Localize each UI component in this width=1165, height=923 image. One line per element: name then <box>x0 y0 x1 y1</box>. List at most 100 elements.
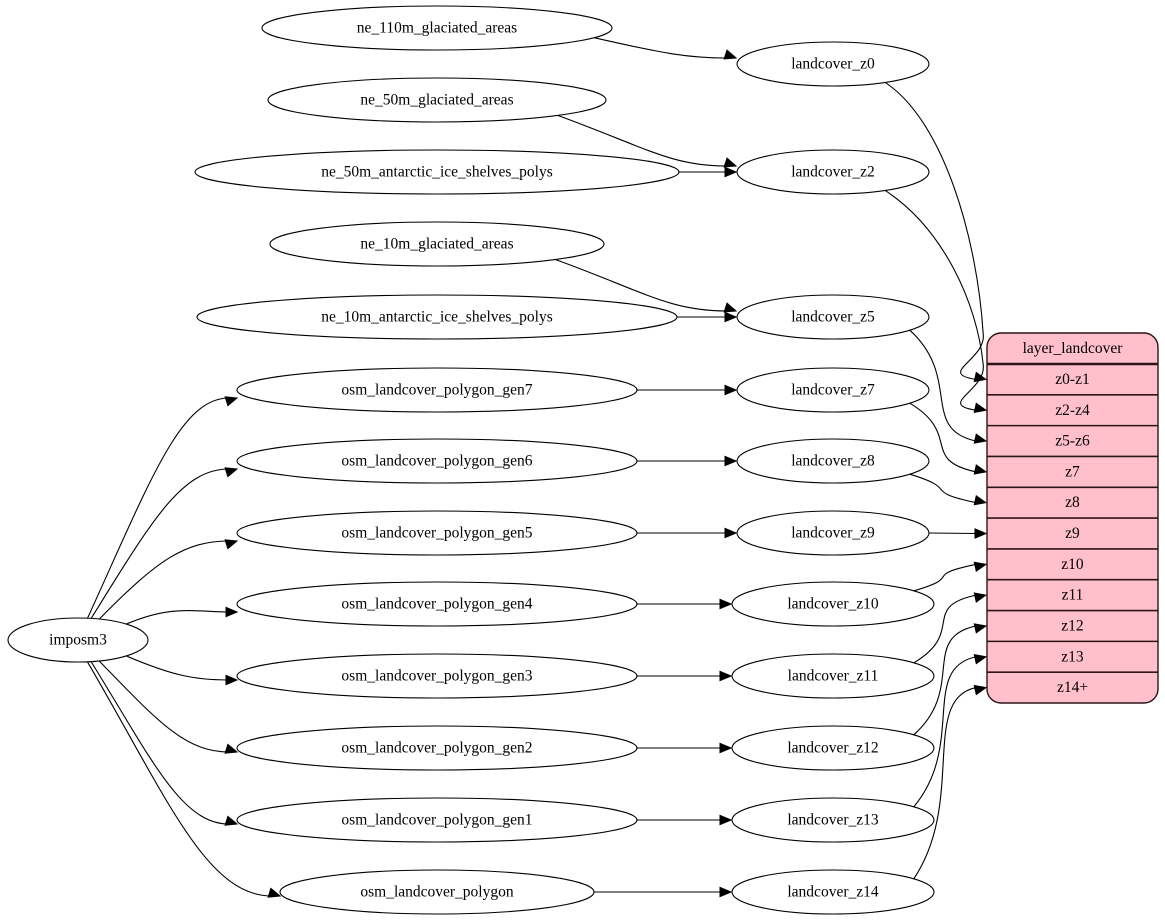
arrowhead-landcover_z12-to-row-z12 <box>973 623 988 634</box>
landcover-node-landcover_z13[interactable]: landcover_z13 <box>731 797 935 843</box>
row-label: z2-z4 <box>1055 402 1090 419</box>
arrowhead-landcover_z13-to-row-z13 <box>973 654 988 665</box>
node-ellipse <box>194 149 680 195</box>
node-ellipse <box>736 510 930 556</box>
row-label: z0-z1 <box>1055 371 1089 388</box>
node-ellipse <box>261 5 613 51</box>
landcover-node-landcover_z8[interactable]: landcover_z8 <box>736 438 930 484</box>
osm-node-osm_landcover_polygon[interactable]: osm_landcover_polygon <box>279 869 595 915</box>
landcover-node-landcover_z0[interactable]: landcover_z0 <box>736 41 930 87</box>
arrowhead-osm_landcover_polygon_gen2-to-landcover_z12 <box>719 742 733 754</box>
arrowhead-imposm3-to-osm_landcover_polygon_gen3 <box>225 674 239 686</box>
arrowhead-landcover_z8-to-row-z8 <box>973 494 988 506</box>
arrowhead-ne_50m_antarctic_ice_shelves_polys-to-landcover_z2 <box>724 166 738 178</box>
ne-node-ne_50m_antarctic_ice_shelves_polys[interactable]: ne_50m_antarctic_ice_shelves_polys <box>194 149 680 195</box>
arrowhead-ne_110m_glaciated_areas-to-landcover_z0 <box>723 49 738 60</box>
arrowhead-imposm3-to-osm_landcover_polygon_gen5 <box>224 539 239 550</box>
node-label: ne_10m_glaciated_areas <box>360 236 513 253</box>
node-label: landcover_z2 <box>791 164 875 181</box>
table-row-z11[interactable]: z11 <box>987 578 1158 604</box>
node-label: ne_50m_antarctic_ice_shelves_polys <box>321 164 553 181</box>
edge-imposm3-to-osm_landcover_polygon_gen2 <box>98 660 230 753</box>
table-row-z14+[interactable]: z14+ <box>987 671 1158 696</box>
edge-landcover_z10-to-row-z10 <box>913 563 977 592</box>
table-row-z2-z4[interactable]: z2-z4 <box>987 394 1158 419</box>
node-ellipse <box>236 797 638 843</box>
node-layer: ne_110m_glaciated_areas ne_50m_glaciated_… <box>7 5 935 915</box>
landcover-node-landcover_z10[interactable]: landcover_z10 <box>731 581 935 627</box>
arrowhead-imposm3-to-osm_landcover_polygon_gen6 <box>224 467 239 478</box>
table-row-z10[interactable]: z10 <box>987 548 1158 573</box>
landcover-node-landcover_z14[interactable]: landcover_z14 <box>731 869 935 915</box>
node-ellipse <box>236 438 638 484</box>
table-header-label: layer_landcover <box>1023 340 1124 357</box>
node-ellipse <box>731 653 935 699</box>
ne-node-ne_10m_glaciated_areas[interactable]: ne_10m_glaciated_areas <box>269 221 605 267</box>
node-ellipse <box>236 510 638 556</box>
node-ellipse <box>236 653 638 699</box>
edge-imposm3-to-osm_landcover_polygon_gen6 <box>90 468 230 619</box>
osm-node-osm_landcover_polygon_gen7[interactable]: osm_landcover_polygon_gen7 <box>236 367 638 413</box>
row-label: z11 <box>1062 587 1084 604</box>
node-label: osm_landcover_polygon_gen3 <box>341 668 532 685</box>
table-outline <box>986 332 1159 704</box>
arrowhead-landcover_z2-to-row-z2-z4 <box>973 402 988 413</box>
arrowhead-osm_landcover_polygon-to-landcover_z14 <box>719 886 733 898</box>
table-layer: layer_landcover z0-z1 z2-z4 z5-z6 z7 z8 z9 z10 z… <box>986 332 1159 704</box>
table-row-z8[interactable]: z8 <box>987 486 1158 511</box>
landcover-node-landcover_z2[interactable]: landcover_z2 <box>736 149 930 195</box>
ne-node-ne_110m_glaciated_areas[interactable]: ne_110m_glaciated_areas <box>261 5 613 51</box>
node-ellipse <box>236 725 638 771</box>
edge-landcover_z5-to-row-z5-z6 <box>909 329 977 442</box>
arrowhead-landcover_z9-to-row-z9 <box>974 528 988 539</box>
edge-ne_110m_glaciated_areas-to-landcover_z0 <box>593 37 728 59</box>
node-ellipse <box>736 294 930 340</box>
edge-landcover_z12-to-row-z12 <box>913 625 977 736</box>
edge-landcover_z13-to-row-z13 <box>913 656 977 808</box>
osm-node-osm_landcover_polygon_gen1[interactable]: osm_landcover_polygon_gen1 <box>236 797 638 843</box>
osm-node-osm_landcover_polygon_gen6[interactable]: osm_landcover_polygon_gen6 <box>236 438 638 484</box>
ne-node-ne_10m_antarctic_ice_shelves_polys[interactable]: ne_10m_antarctic_ice_shelves_polys <box>196 294 678 340</box>
ne-node-ne_50m_glaciated_areas[interactable]: ne_50m_glaciated_areas <box>267 77 607 123</box>
node-label: ne_10m_antarctic_ice_shelves_polys <box>321 309 553 326</box>
arrowhead-imposm3-to-osm_landcover_polygon_gen1 <box>224 815 239 826</box>
row-label: z7 <box>1065 463 1080 480</box>
edge-imposm3-to-osm_landcover_polygon_gen3 <box>126 655 230 681</box>
source-node-imposm3[interactable]: imposm3 <box>7 617 149 663</box>
arrowhead-osm_landcover_polygon_gen5-to-landcover_z9 <box>724 527 738 539</box>
row-label: z13 <box>1061 648 1084 665</box>
node-label: ne_110m_glaciated_areas <box>357 20 517 37</box>
table-row-z9[interactable]: z9 <box>987 517 1158 542</box>
row-label: z5-z6 <box>1055 433 1090 450</box>
node-label: osm_landcover_polygon_gen2 <box>341 740 532 757</box>
landcover-node-landcover_z9[interactable]: landcover_z9 <box>736 510 930 556</box>
landcover-node-landcover_z11[interactable]: landcover_z11 <box>731 653 935 699</box>
arrowhead-ne_10m_glaciated_areas-to-landcover_z5 <box>723 302 738 313</box>
edge-landcover_z9-to-row-z9 <box>928 532 977 535</box>
arrowhead-osm_landcover_polygon_gen1-to-landcover_z13 <box>719 814 733 826</box>
arrowhead-imposm3-to-osm_landcover_polygon_gen7 <box>224 396 239 407</box>
node-label: landcover_z0 <box>791 56 875 73</box>
osm-node-osm_landcover_polygon_gen2[interactable]: osm_landcover_polygon_gen2 <box>236 725 638 771</box>
table-row-z13[interactable]: z13 <box>987 640 1158 665</box>
node-label: osm_landcover_polygon_gen1 <box>341 812 532 829</box>
osm-node-osm_landcover_polygon_gen4[interactable]: osm_landcover_polygon_gen4 <box>236 581 638 627</box>
table-row-z0-z1[interactable]: z0-z1 <box>1055 371 1089 388</box>
table-row-z12[interactable]: z12 <box>987 609 1158 635</box>
landcover-node-landcover_z12[interactable]: landcover_z12 <box>731 725 935 771</box>
edge-landcover_z0-to-row-z0-z1 <box>884 82 984 380</box>
arrowhead-osm_landcover_polygon_gen3-to-landcover_z11 <box>719 670 733 682</box>
edge-landcover_z11-to-row-z11 <box>913 594 977 664</box>
landcover-node-landcover_z7[interactable]: landcover_z7 <box>736 367 930 413</box>
arrowhead-landcover_z5-to-row-z5-z6 <box>973 433 988 444</box>
arrowhead-landcover_z0-to-row-z0-z1 <box>973 371 988 383</box>
osm-node-osm_landcover_polygon_gen3[interactable]: osm_landcover_polygon_gen3 <box>236 653 638 699</box>
landcover-node-landcover_z5[interactable]: landcover_z5 <box>736 294 930 340</box>
table-row-z5-z6[interactable]: z5-z6 <box>987 424 1158 450</box>
arrowhead-osm_landcover_polygon_gen6-to-landcover_z8 <box>724 455 738 467</box>
arrowhead-landcover_z11-to-row-z11 <box>973 592 988 603</box>
osm-node-osm_landcover_polygon_gen5[interactable]: osm_landcover_polygon_gen5 <box>236 510 638 556</box>
table-row-z7[interactable]: z7 <box>987 455 1158 480</box>
node-ellipse <box>279 869 595 915</box>
